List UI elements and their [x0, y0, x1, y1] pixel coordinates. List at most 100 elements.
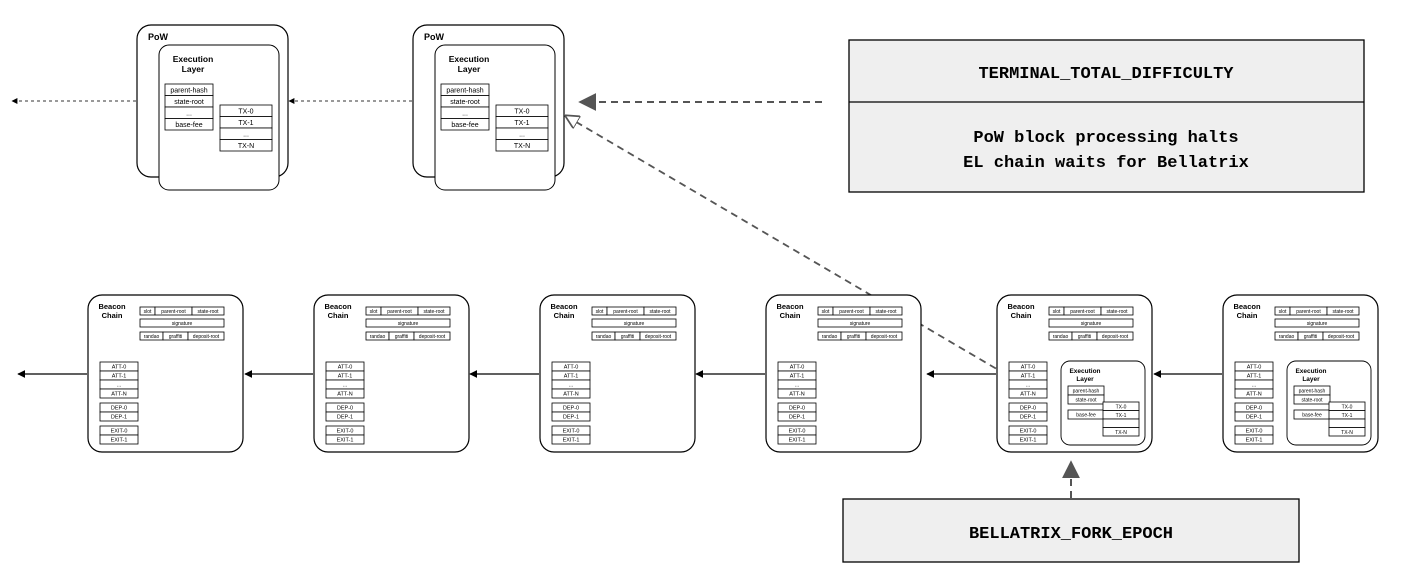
beacon-meta-cell: [413, 331, 451, 341]
beacon-signature-label: signature: [398, 321, 419, 327]
beacon-attestation-label: ATT-1: [112, 374, 127, 380]
beacon-exit-label: EXIT-1: [789, 438, 806, 444]
beacon-deposit-label: DEP-1: [1020, 415, 1036, 421]
beacon-execution-field-label: state-root: [1075, 398, 1097, 404]
beacon-subtitle: Chain: [1011, 311, 1032, 320]
beacon-attestation-label: ...: [795, 383, 800, 389]
beacon-deposit-label: DEP-0: [337, 406, 353, 412]
beacon-execution-tx-cell: [1102, 427, 1140, 437]
beacon-attestation-label: ATT-N: [337, 392, 353, 398]
el-field-cell: [440, 118, 490, 131]
fork-epoch-box: BELLATRIX_FORK_EPOCH: [842, 498, 1300, 563]
beacon-execution-tx-label: TX-1: [1342, 413, 1353, 419]
beacon-execution-layer: ExecutionLayerparent-hashstate-rootbase-…: [1060, 360, 1146, 446]
beacon-deposit-label: DEP-1: [337, 415, 353, 421]
beacon-subtitle: Chain: [1237, 311, 1258, 320]
beacon-attestation-cell: [1234, 388, 1274, 399]
beacon-subtitle: Chain: [102, 311, 123, 320]
el-field-label: base-fee: [451, 122, 478, 129]
beacon-execution-tx-label: TX-0: [1342, 404, 1353, 410]
beacon-exit-label: EXIT-1: [563, 438, 580, 444]
el-tx-cell: [219, 139, 273, 152]
ttd-line-1: PoW block processing halts: [973, 129, 1238, 148]
beacon-meta-label: randao: [822, 334, 838, 340]
beacon-attestation-label: ATT-N: [563, 392, 579, 398]
beacon-subtitle: Chain: [554, 311, 575, 320]
el-tx-label: ...: [243, 132, 249, 139]
beacon-attestation-label: ATT-N: [1020, 392, 1036, 398]
beacon-header-label: state-root: [649, 309, 671, 315]
beacon-deposit-cell: [1008, 411, 1048, 422]
beacon-execution-tx-label: TX-N: [1115, 430, 1127, 436]
beacon-attestation-label: ATT-0: [564, 365, 579, 371]
el-tx-label: TX-1: [514, 120, 529, 127]
beacon-attestation-cell: [551, 388, 591, 399]
beacon-meta-cell: [865, 331, 903, 341]
beacon-execution-tx-label: TX-N: [1341, 430, 1353, 436]
beacon-signature-label: signature: [1081, 321, 1102, 327]
beacon-title: Beacon: [324, 302, 352, 311]
beacon-exit-cell: [551, 434, 591, 445]
beacon-signature-label: signature: [172, 321, 193, 327]
beacon-execution-title: Execution: [1295, 368, 1326, 375]
el-field-label: state-root: [450, 99, 480, 106]
beacon-execution-tx-label: TX-0: [1116, 404, 1127, 410]
beacon-attestation-label: ATT-1: [338, 374, 353, 380]
beacon-meta-label: deposit-root: [193, 334, 220, 340]
beacon-execution-field-label: parent-hash: [1073, 389, 1100, 395]
beacon-header-label: slot: [144, 309, 152, 315]
beacon-meta-label: randao: [370, 334, 386, 340]
beacon-signature-cell: [139, 318, 225, 328]
beacon-signature-label: signature: [1307, 321, 1328, 327]
beacon-attestation-cell: [325, 388, 365, 399]
beacon-attestation-label: ATT-0: [338, 365, 353, 371]
beacon-meta-label: graffiti: [847, 334, 861, 340]
el-tx-label: TX-1: [238, 120, 253, 127]
el-tx-cell: [495, 139, 549, 152]
beacon-meta-label: randao: [596, 334, 612, 340]
el-field-label: ...: [462, 111, 468, 118]
beacon-attestation-label: ...: [1252, 383, 1257, 389]
beacon-execution-tx-cell: [1328, 427, 1366, 437]
beacon-execution-field-label: base-fee: [1076, 413, 1096, 419]
beacon-header-label: parent-root: [839, 309, 864, 315]
beacon-signature-label: signature: [850, 321, 871, 327]
beacon-execution-subtitle: Layer: [1302, 376, 1320, 383]
beacon-meta-label: deposit-root: [645, 334, 672, 340]
beacon-exit-cell: [1008, 434, 1048, 445]
beacon-header-label: parent-root: [1296, 309, 1321, 315]
beacon-header-label: state-root: [197, 309, 219, 315]
beacon-title: Beacon: [1233, 302, 1261, 311]
execution-layer-title: Execution: [449, 54, 490, 64]
beacon-header-cell: [869, 306, 903, 316]
beacon-title: Beacon: [98, 302, 126, 311]
pow-block: PoWExecutionLayerparent-hashstate-root..…: [136, 24, 289, 191]
beacon-deposit-cell: [99, 411, 139, 422]
beacon-header-label: parent-root: [613, 309, 638, 315]
el-tx-label: TX-0: [238, 109, 253, 116]
beacon-exit-label: EXIT-0: [563, 429, 580, 435]
el-field-cell: [164, 118, 214, 131]
beacon-exit-cell: [99, 434, 139, 445]
beacon-execution-layer: ExecutionLayerparent-hashstate-rootbase-…: [1286, 360, 1372, 446]
beacon-signature-label: signature: [624, 321, 645, 327]
beacon-header-cell: [643, 306, 677, 316]
beacon-attestation-label: ATT-N: [111, 392, 127, 398]
fork-epoch-label: BELLATRIX_FORK_EPOCH: [969, 525, 1173, 544]
beacon-attestation-label: ...: [1026, 383, 1031, 389]
beacon-exit-cell: [777, 434, 817, 445]
beacon-deposit-label: DEP-0: [1246, 406, 1262, 412]
beacon-deposit-cell: [777, 411, 817, 422]
beacon-subtitle: Chain: [780, 311, 801, 320]
beacon-meta-label: graffiti: [169, 334, 183, 340]
beacon-header-label: state-root: [875, 309, 897, 315]
beacon-attestation-label: ATT-0: [790, 365, 805, 371]
beacon-attestation-cell: [1008, 388, 1048, 399]
beacon-header-label: state-root: [1106, 309, 1128, 315]
beacon-deposit-label: DEP-0: [1020, 406, 1036, 412]
beacon-meta-label: graffiti: [621, 334, 635, 340]
